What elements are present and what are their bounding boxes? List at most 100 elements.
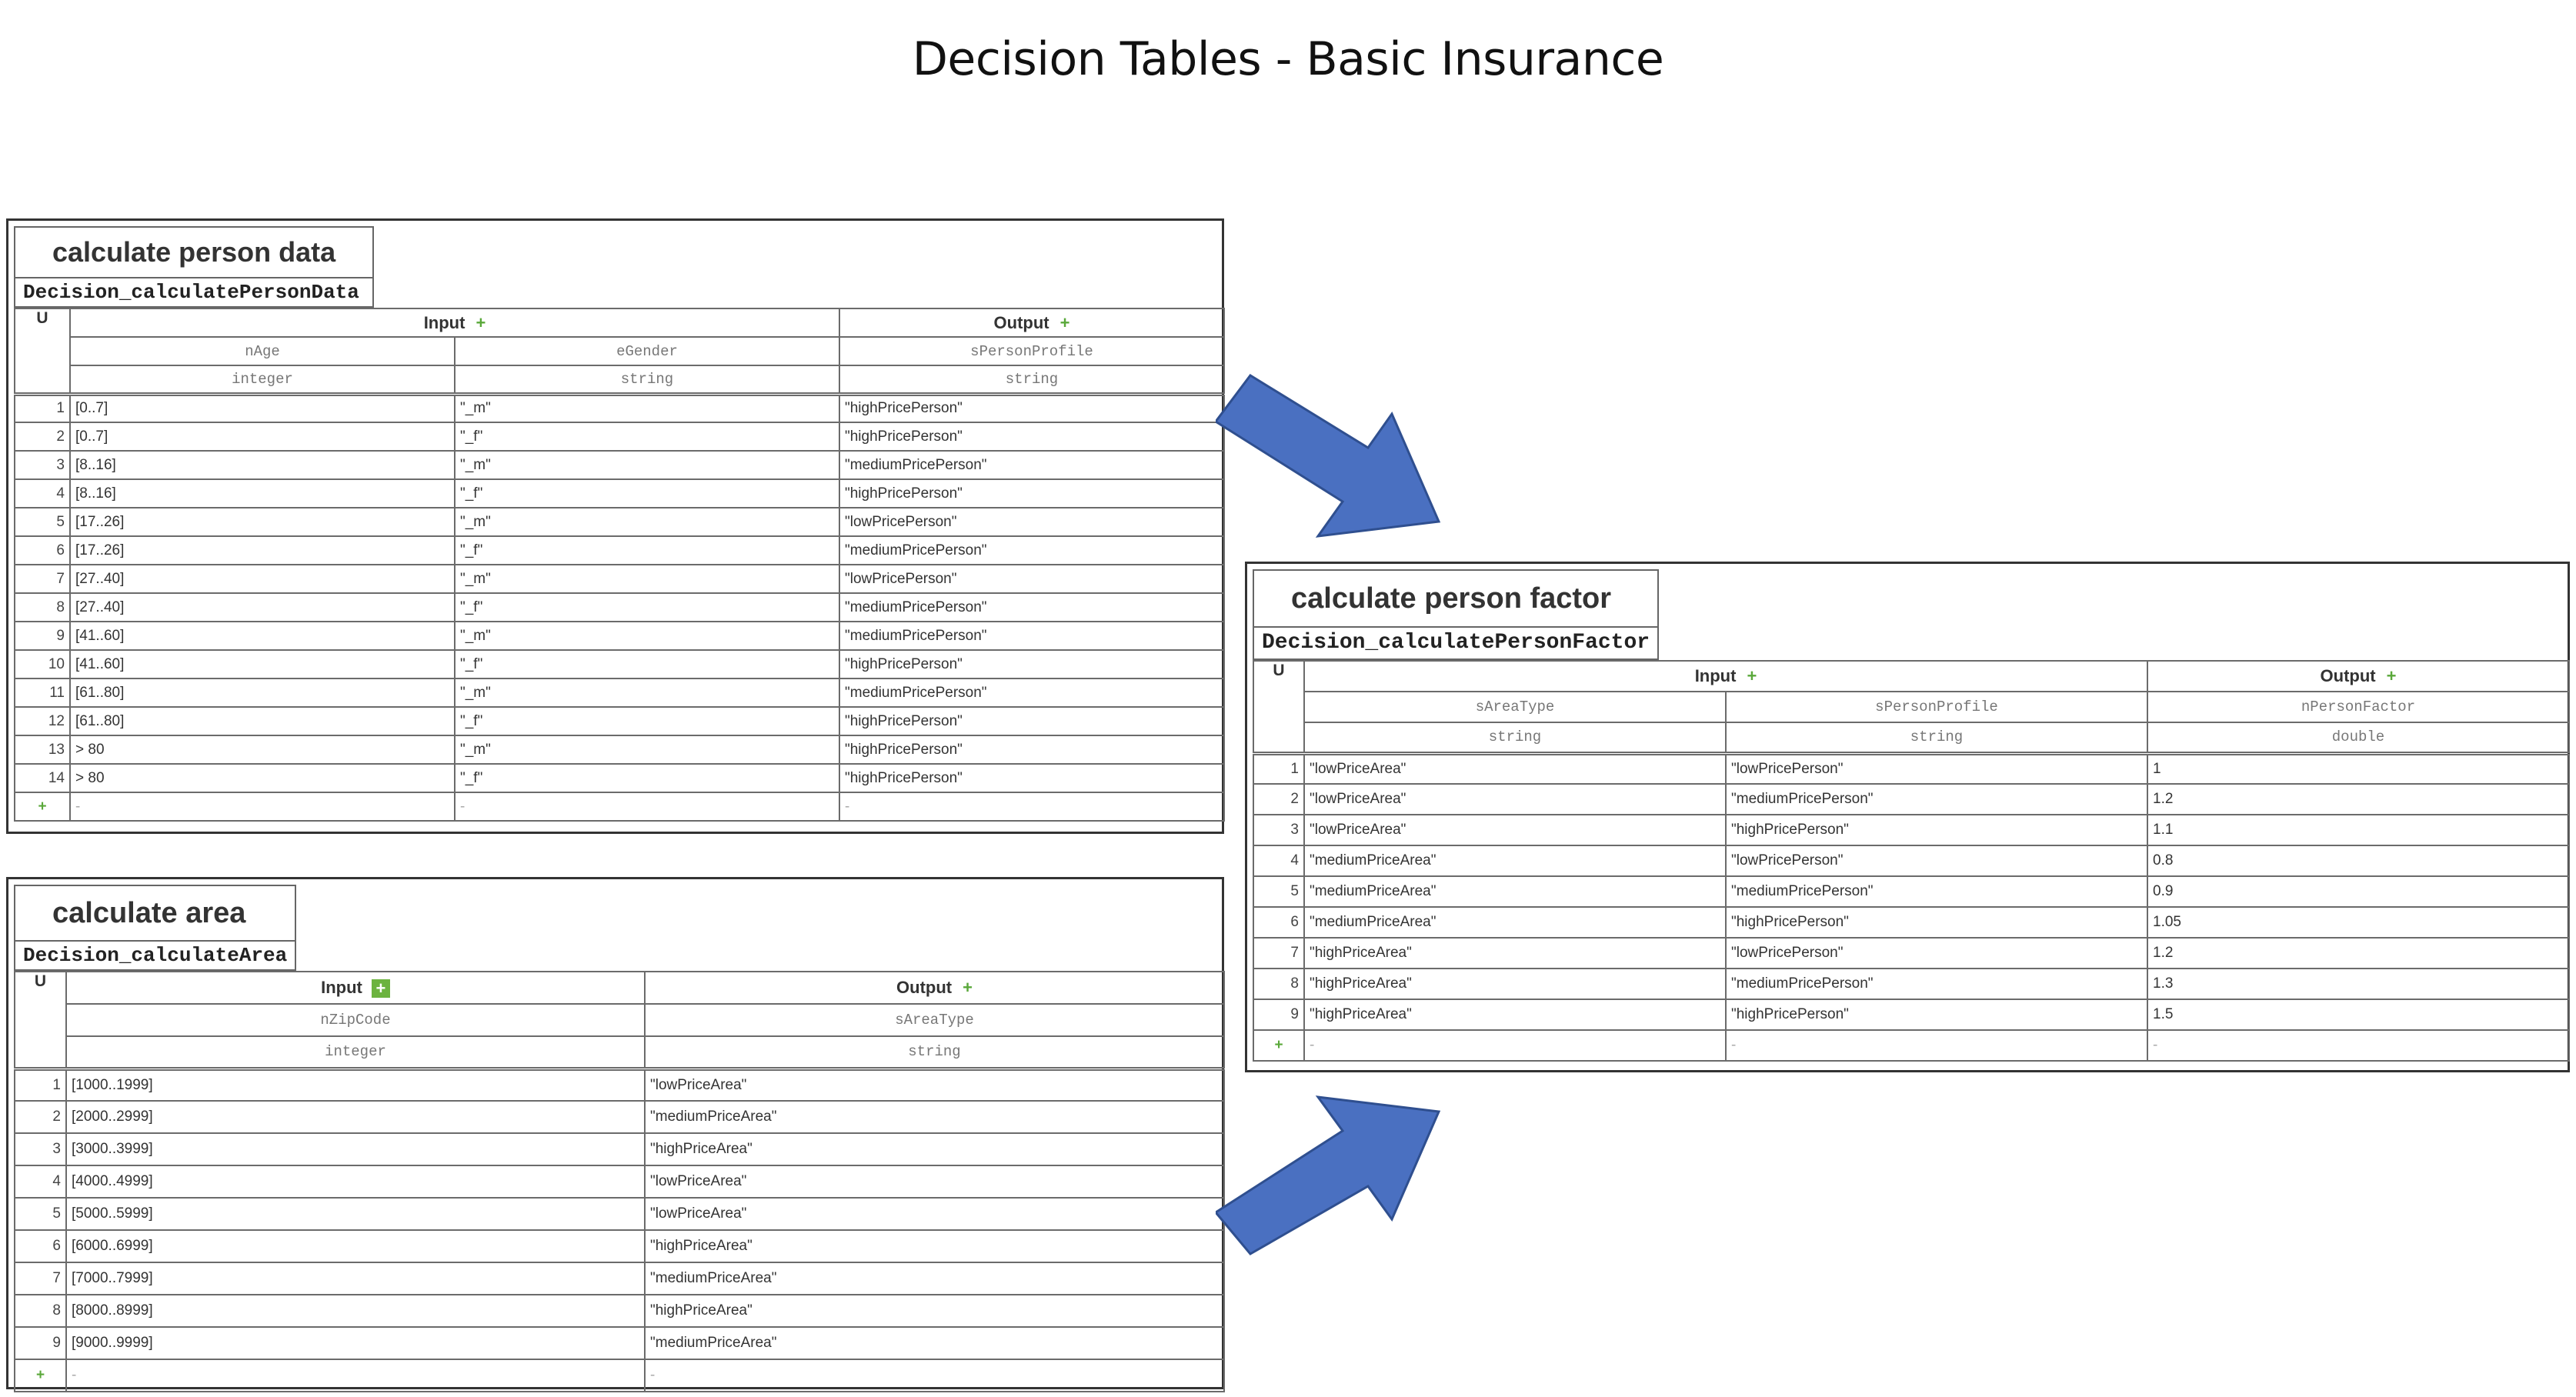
input-type[interactable]: string	[1725, 722, 2148, 754]
rule-number[interactable]: 3	[14, 450, 71, 480]
rule-number[interactable]: 7	[1253, 937, 1305, 969]
add-input-button[interactable]: +	[1747, 666, 1757, 685]
hit-policy-cell[interactable]: U	[14, 308, 71, 395]
decision-id[interactable]: Decision_calculatePersonFactor	[1262, 631, 1650, 655]
rule-cell[interactable]: "_m"	[454, 507, 840, 537]
empty-cell[interactable]: -	[1725, 1029, 2148, 1062]
rule-number[interactable]: 13	[14, 735, 71, 765]
rule-number[interactable]: 5	[1253, 875, 1305, 908]
rule-cell[interactable]: "lowPricePerson"	[839, 507, 1225, 537]
rule-cell[interactable]: "lowPriceArea"	[1303, 814, 1727, 846]
rule-number[interactable]: 6	[14, 535, 71, 565]
input-variable[interactable]: eGender	[454, 336, 840, 366]
rule-cell[interactable]: [7000..7999]	[65, 1262, 646, 1295]
rule-cell[interactable]: [41..60]	[69, 649, 455, 679]
decision-id[interactable]: Decision_calculatePersonData	[23, 281, 359, 304]
rule-cell[interactable]: 1.1	[2147, 814, 2570, 846]
rule-number[interactable]: 2	[14, 422, 71, 452]
rule-number[interactable]: 4	[14, 478, 71, 508]
empty-cell[interactable]: -	[1303, 1029, 1727, 1062]
input-type[interactable]: integer	[69, 365, 455, 395]
rule-number[interactable]: 5	[14, 1197, 67, 1231]
add-output-button[interactable]: +	[2386, 666, 2397, 685]
rule-number[interactable]: 9	[14, 621, 71, 651]
rule-cell[interactable]: "_f"	[454, 592, 840, 622]
rule-cell[interactable]: "lowPricePerson"	[1725, 845, 2148, 877]
rule-cell[interactable]: "_f"	[454, 422, 840, 452]
rule-cell[interactable]: "mediumPricePerson"	[839, 535, 1225, 565]
rule-cell[interactable]: "_m"	[454, 621, 840, 651]
rule-number[interactable]: 1	[14, 392, 71, 423]
input-variable[interactable]: sPersonProfile	[1725, 691, 2148, 723]
rule-cell[interactable]: "lowPriceArea"	[644, 1066, 1225, 1102]
rule-cell[interactable]: "_m"	[454, 678, 840, 708]
rule-number[interactable]: 3	[1253, 814, 1305, 846]
rule-number[interactable]: 12	[14, 706, 71, 736]
rule-cell[interactable]: "highPricePerson"	[839, 422, 1225, 452]
rule-cell[interactable]: "highPricePerson"	[839, 649, 1225, 679]
rule-number[interactable]: 4	[14, 1165, 67, 1199]
rule-cell[interactable]: [27..40]	[69, 564, 455, 594]
rule-cell[interactable]: [2000..2999]	[65, 1100, 646, 1134]
rule-cell[interactable]: "highPricePerson"	[1725, 906, 2148, 939]
rule-cell[interactable]: "mediumPricePerson"	[839, 592, 1225, 622]
rule-cell[interactable]: > 80	[69, 763, 455, 793]
rule-cell[interactable]: "_f"	[454, 763, 840, 793]
rule-cell[interactable]: "mediumPricePerson"	[1725, 968, 2148, 1000]
rule-cell[interactable]: "_f"	[454, 649, 840, 679]
add-input-button[interactable]: +	[475, 312, 486, 332]
empty-cell[interactable]: -	[839, 792, 1225, 822]
rule-number[interactable]: 2	[14, 1100, 67, 1134]
rule-number[interactable]: 8	[1253, 968, 1305, 1000]
output-type[interactable]: double	[2147, 722, 2570, 754]
rule-cell[interactable]: "highPriceArea"	[644, 1229, 1225, 1263]
rule-cell[interactable]: "lowPriceArea"	[644, 1165, 1225, 1199]
rule-cell[interactable]: [27..40]	[69, 592, 455, 622]
rule-number[interactable]: 11	[14, 678, 71, 708]
rule-cell[interactable]: [41..60]	[69, 621, 455, 651]
rule-number[interactable]: 8	[14, 592, 71, 622]
rule-number[interactable]: 2	[1253, 783, 1305, 815]
input-variable[interactable]: nZipCode	[65, 1003, 646, 1037]
rule-cell[interactable]: "_m"	[454, 735, 840, 765]
hit-policy-cell[interactable]: U	[14, 971, 67, 1069]
rule-number[interactable]: 1	[1253, 751, 1305, 785]
rule-cell[interactable]: "highPricePerson"	[839, 706, 1225, 736]
rule-cell[interactable]: "mediumPriceArea"	[644, 1326, 1225, 1360]
rule-cell[interactable]: 1.2	[2147, 783, 2570, 815]
rule-number[interactable]: 4	[1253, 845, 1305, 877]
rule-cell[interactable]: "mediumPricePerson"	[1725, 875, 2148, 908]
rule-cell[interactable]: "highPricePerson"	[839, 763, 1225, 793]
rule-cell[interactable]: 1.5	[2147, 999, 2570, 1031]
rule-cell[interactable]: [17..26]	[69, 507, 455, 537]
rule-cell[interactable]: "lowPricePerson"	[1725, 751, 2148, 785]
rule-cell[interactable]: "highPricePerson"	[1725, 999, 2148, 1031]
rule-cell[interactable]: "highPricePerson"	[839, 735, 1225, 765]
rule-cell[interactable]: "highPriceArea"	[1303, 968, 1727, 1000]
rule-cell[interactable]: 0.8	[2147, 845, 2570, 877]
rule-cell[interactable]: [8..16]	[69, 478, 455, 508]
rule-cell[interactable]: > 80	[69, 735, 455, 765]
add-input-button[interactable]: +	[371, 979, 390, 999]
rule-cell[interactable]: "lowPricePerson"	[1725, 937, 2148, 969]
rule-cell[interactable]: [9000..9999]	[65, 1326, 646, 1360]
rule-cell[interactable]: "_m"	[454, 392, 840, 423]
rule-cell[interactable]: [0..7]	[69, 392, 455, 423]
rule-cell[interactable]: [8..16]	[69, 450, 455, 480]
rule-cell[interactable]: "_m"	[454, 450, 840, 480]
rule-number[interactable]: 7	[14, 564, 71, 594]
empty-cell[interactable]: -	[454, 792, 840, 822]
rule-cell[interactable]: "lowPriceArea"	[1303, 751, 1727, 785]
rule-cell[interactable]: 1.3	[2147, 968, 2570, 1000]
add-rule-button[interactable]: +	[14, 1359, 67, 1392]
rule-cell[interactable]: 0.9	[2147, 875, 2570, 908]
input-variable[interactable]: nAge	[69, 336, 455, 366]
input-type[interactable]: string	[1303, 722, 1727, 754]
rule-number[interactable]: 10	[14, 649, 71, 679]
rule-number[interactable]: 7	[14, 1262, 67, 1295]
rule-cell[interactable]: "mediumPriceArea"	[1303, 845, 1727, 877]
rule-cell[interactable]: "highPriceArea"	[644, 1294, 1225, 1328]
rule-cell[interactable]: 1	[2147, 751, 2570, 785]
decision-name[interactable]: calculate area	[15, 886, 295, 942]
output-variable[interactable]: sPersonProfile	[839, 336, 1225, 366]
